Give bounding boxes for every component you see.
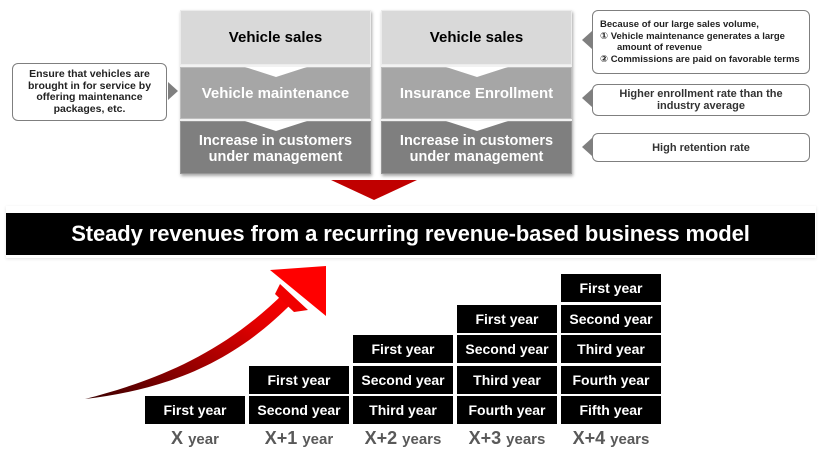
callout-pointer-icon — [582, 89, 592, 107]
callout-item-2: ② Commissions are paid on favorable term… — [600, 54, 800, 66]
callout-retention-rate: High retention rate — [592, 133, 810, 162]
period-label-unit: year — [302, 431, 334, 448]
circled-one-icon: ① — [600, 30, 609, 42]
year-block: Third year — [457, 365, 557, 394]
chevron-down-icon — [446, 67, 508, 77]
period-label-main: X+2 — [364, 428, 398, 448]
period-label-main: X+4 — [572, 428, 606, 448]
down-triangle-icon — [331, 180, 417, 200]
year-block: First year — [353, 335, 453, 363]
period-label: X+3 years — [455, 428, 559, 449]
year-block: First year — [145, 396, 245, 424]
period-label-unit: years — [506, 431, 546, 448]
curved-up-arrow-icon — [85, 266, 326, 399]
period-label: X year — [143, 428, 247, 449]
flow-step-line: under management — [208, 148, 343, 165]
callout-pointer-icon — [168, 82, 178, 100]
callout-item-1: ① Vehicle maintenance generates a large — [600, 31, 800, 43]
year-block: Fifth year — [561, 396, 661, 424]
year-block: Fourth year — [457, 396, 557, 424]
flow-column-insurance: Vehicle sales Insurance Enrollment Incre… — [381, 10, 572, 174]
callout-item-1-cont: amount of revenue — [617, 42, 702, 53]
flow-step-line: under management — [409, 148, 544, 165]
chevron-down-icon — [245, 67, 307, 77]
year-block: First year — [561, 274, 661, 302]
flow-step-customer-increase: Increase in customers under management — [180, 121, 371, 174]
callout-maintenance-packages: Ensure that vehicles are brought in for … — [12, 63, 167, 121]
period-label-unit: years — [610, 431, 650, 448]
year-block: First year — [457, 304, 557, 333]
period-label: X+4 years — [559, 428, 663, 449]
callout-pointer-icon — [582, 31, 592, 49]
flow-step-line: Increase in customers — [399, 132, 554, 149]
year-block: First year — [249, 365, 349, 394]
callout-line: Ensure that vehicles are — [29, 68, 150, 80]
callout-line: packages, etc. — [53, 102, 126, 115]
circled-two-icon: ② — [600, 53, 609, 65]
period-label-main: X+1 — [264, 428, 298, 448]
year-block: Second year — [353, 365, 453, 394]
year-block: Second year — [249, 396, 349, 424]
callout-sales-volume: Because of our large sales volume, ① Veh… — [592, 10, 810, 74]
callout-item-text: Commissions are paid on favorable terms — [610, 53, 800, 65]
year-block: Second year — [561, 304, 661, 333]
flow-column-maintenance: Vehicle sales Vehicle maintenance Increa… — [180, 10, 371, 174]
callout-text: High retention rate — [652, 141, 750, 154]
chevron-down-icon — [446, 121, 508, 131]
period-label-main: X+3 — [468, 428, 502, 448]
callout-line: Higher enrollment rate than the — [619, 87, 783, 100]
flow-step-line: Increase in customers — [198, 132, 353, 149]
year-block: Third year — [561, 335, 661, 363]
year-block: Second year — [457, 335, 557, 363]
flow-step-vehicle-sales: Vehicle sales — [180, 10, 371, 65]
period-label-unit: years — [402, 431, 442, 448]
callout-intro: Because of our large sales volume, — [600, 19, 759, 30]
callout-line: brought in for service by — [27, 79, 152, 92]
callout-line: industry average — [656, 100, 746, 112]
period-label-unit: year — [188, 431, 219, 448]
year-block: Third year — [353, 396, 453, 424]
callout-item-text: Vehicle maintenance generates a large — [610, 30, 785, 42]
callout-line: offering maintenance — [36, 91, 143, 103]
year-block: Fourth year — [561, 365, 661, 394]
callout-enrollment-rate: Higher enrollment rate than the industry… — [592, 84, 810, 116]
flow-step-vehicle-sales: Vehicle sales — [381, 10, 572, 65]
chevron-down-icon — [245, 121, 307, 131]
banner-headline: Steady revenues from a recurring revenue… — [6, 213, 815, 255]
period-label-main: X — [171, 428, 184, 448]
callout-pointer-icon — [582, 138, 592, 156]
period-label: X+1 year — [247, 428, 351, 449]
period-label: X+2 years — [351, 428, 455, 449]
flow-step-vehicle-maintenance: Vehicle maintenance — [180, 67, 371, 119]
